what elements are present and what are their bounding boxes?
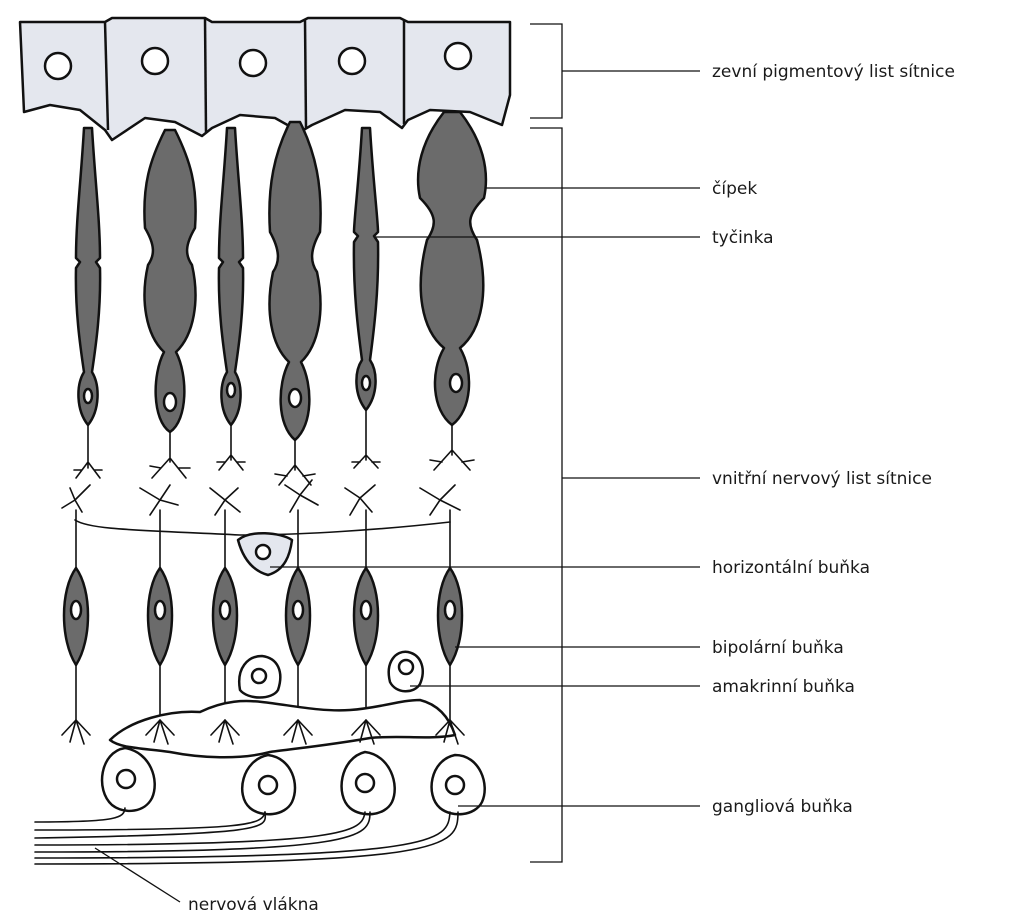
bipolar-cell [213,510,237,720]
bipolar-cell [438,510,462,720]
amacrine-cells [110,652,455,757]
outer-synaptic-layer [62,480,460,575]
neural-layer-bracket [530,128,562,862]
cone-cell [269,122,320,485]
ganglion-cell [242,755,295,814]
rod-cell [352,128,380,468]
pigment-nucleus [142,48,168,74]
ganglion-cells [102,748,485,814]
pigment-layer-bracket [530,24,562,118]
rods [74,128,380,478]
rod-cell [74,128,102,478]
label-rod: tyčinka [712,228,774,248]
rod-cell [217,128,245,470]
bipolar-cell [148,510,172,720]
pigment-nucleus [339,48,365,74]
label-amacrine-cell: amakrinní buňka [712,677,855,697]
cone-cell [418,112,486,470]
bipolar-cell [354,510,378,720]
label-nerve-fibers: nervová vlákna [188,895,319,915]
label-cone: čípek [712,179,757,199]
nerve-fibers [35,808,458,864]
label-neural-layer: vnitřní nervový list sítnice [712,469,932,489]
brackets [530,24,700,862]
label-bipolar-cell: bipolární buňka [712,638,844,658]
label-horizontal-cell: horizontální buňka [712,558,870,578]
ganglion-cell [342,752,395,814]
label-pigment-layer: zevní pigmentový list sítnice [712,62,955,82]
ganglion-cell [102,748,155,811]
cones [144,112,486,485]
cone-cell [144,130,195,478]
label-ganglion-cell: gangliová buňka [712,797,853,817]
pigment-nucleus [445,43,471,69]
pigment-nucleus [240,50,266,76]
pigment-nucleus [45,53,71,79]
bipolar-cell [64,510,88,720]
